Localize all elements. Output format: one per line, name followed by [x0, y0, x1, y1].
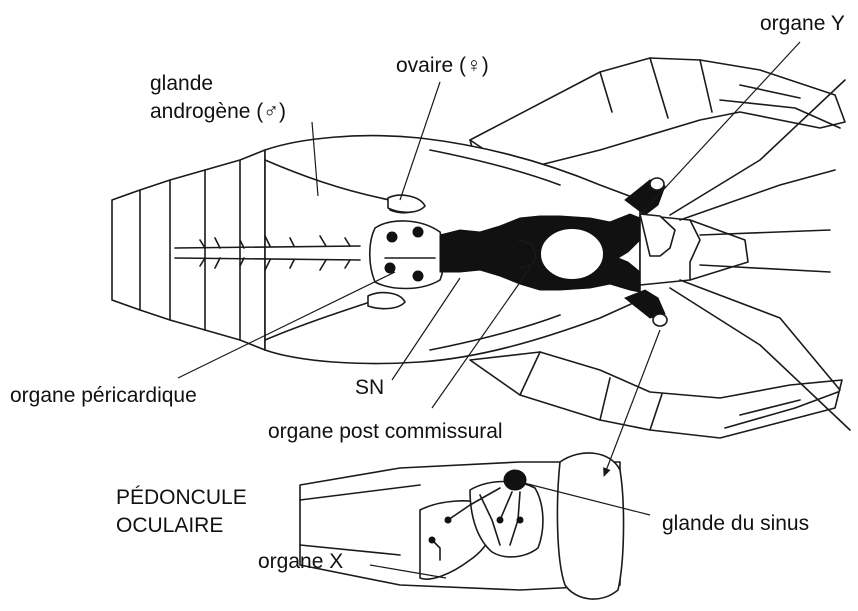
- upper-cheliped: [470, 58, 845, 175]
- label-glande-du-sinus: glande du sinus: [662, 512, 809, 535]
- label-oculaire: OCULAIRE: [116, 514, 223, 537]
- label-organe-x: organe X: [258, 550, 343, 573]
- label-sn: SN: [355, 376, 384, 399]
- eyestalk: [300, 453, 624, 599]
- label-organe-post-commissural: organe post commissural: [268, 420, 503, 443]
- label-ovaire: ovaire (♀): [396, 54, 489, 77]
- lower-cheliped: [470, 352, 842, 438]
- label-organe-y: organe Y: [760, 12, 845, 35]
- label-glande: glande: [150, 72, 213, 95]
- label-organe-pericardique: organe péricardique: [10, 384, 197, 407]
- label-pedoncule: PÉDONCULE: [116, 486, 247, 509]
- label-glande-androgene: androgène (♂): [150, 100, 286, 123]
